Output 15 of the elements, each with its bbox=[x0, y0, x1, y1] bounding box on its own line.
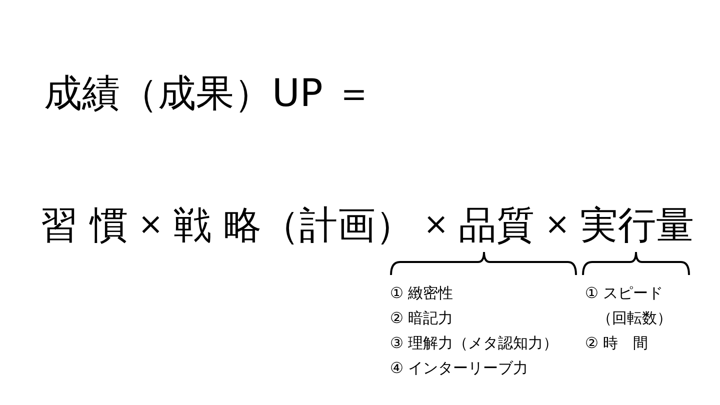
list-item: （回転数） bbox=[596, 308, 672, 329]
term-text: 品質 bbox=[458, 206, 535, 244]
term-text: 実行量 bbox=[580, 206, 694, 244]
multiply-sign: × bbox=[544, 210, 570, 240]
list-item: ② 時 間 bbox=[585, 333, 650, 354]
list-item: ① スピード bbox=[585, 283, 664, 304]
list-item: ② 暗記力 bbox=[390, 308, 454, 329]
term-text: 習 慣 bbox=[40, 206, 128, 244]
heading-text: 成績（成果）UP ＝ bbox=[44, 74, 373, 112]
list-item: ③ 理解力（メタ認知力） bbox=[390, 333, 558, 354]
multiply-sign: × bbox=[424, 210, 449, 240]
multiply-sign: × bbox=[138, 210, 164, 240]
list-item: ④ インターリーブ力 bbox=[390, 358, 530, 379]
list-item: ① 緻密性 bbox=[390, 283, 454, 304]
term-text: 戦 略（計画） bbox=[173, 206, 414, 244]
